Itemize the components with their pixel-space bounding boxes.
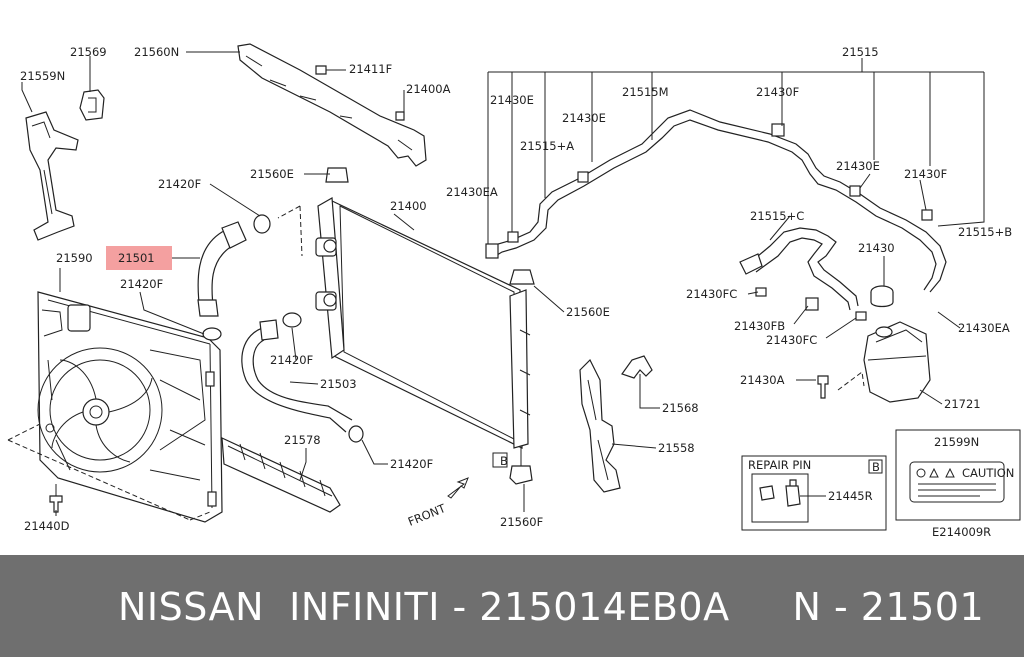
parts-diagram: 21569 21560N 21411F 21559N 21400A 21515 … <box>7 43 1021 539</box>
label-21430E-c[interactable]: 21430E <box>836 159 880 173</box>
fitting-21430e-b <box>577 171 589 183</box>
air-guide-21559n <box>25 111 79 241</box>
bolt-21430a <box>817 375 829 399</box>
label-21560E-b[interactable]: 21560E <box>566 305 610 319</box>
repair-pin-title: REPAIR PIN <box>748 458 811 472</box>
fitting-21430e-c <box>849 185 861 197</box>
cap-21560e-upper <box>325 167 349 183</box>
part-21400a <box>395 111 405 121</box>
label-21560F[interactable]: 21560F <box>500 515 543 529</box>
clip-21430fb <box>805 297 819 311</box>
label-21558[interactable]: 21558 <box>658 441 695 455</box>
clip-21569 <box>79 89 105 121</box>
part-highlight <box>106 246 172 270</box>
label-21430E-a[interactable]: 21430E <box>490 93 534 107</box>
label-21430[interactable]: 21430 <box>858 241 895 255</box>
clip-21411f <box>315 65 327 75</box>
label-21420F-c[interactable]: 21420F <box>270 353 313 367</box>
label-21420F-a[interactable]: 21420F <box>158 177 201 191</box>
label-21515B[interactable]: 21515+B <box>958 225 1012 239</box>
label-21411F[interactable]: 21411F <box>349 62 392 76</box>
label-21430FC-a[interactable]: 21430FC <box>686 287 737 301</box>
label-21560E-a[interactable]: 21560E <box>250 167 294 181</box>
fitting-21430f-a <box>771 123 785 137</box>
label-21578[interactable]: 21578 <box>284 433 321 447</box>
label-21430F-a[interactable]: 21430F <box>756 85 799 99</box>
label-21503[interactable]: 21503 <box>320 377 357 391</box>
reservoir-21721 <box>863 321 931 403</box>
label-21440D[interactable]: 21440D <box>24 519 70 533</box>
lower-hose-21503 <box>241 325 353 433</box>
label-21400A[interactable]: 21400A <box>406 82 451 96</box>
label-21430FC-b[interactable]: 21430FC <box>766 333 817 347</box>
pin-icon-b <box>785 479 801 507</box>
front-label: FRONT <box>406 501 449 529</box>
repair-pin-badge: B <box>872 460 880 474</box>
front-arrow-icon <box>447 477 469 499</box>
label-21721[interactable]: 21721 <box>944 397 981 411</box>
cap-21560e-side <box>509 269 535 285</box>
radiator-b-badge-box <box>492 452 508 468</box>
fitting-21430ea-left <box>485 243 499 259</box>
label-21430F-b[interactable]: 21430F <box>904 167 947 181</box>
label-21568[interactable]: 21568 <box>662 401 699 415</box>
radiator-b-badge: B <box>500 454 508 468</box>
clamp-21420f-b <box>202 327 222 341</box>
air-guide-21558 <box>579 358 621 493</box>
label-21515C[interactable]: 21515+C <box>750 209 804 223</box>
repair-pin-badge-box <box>868 459 883 474</box>
clamp-21420f-d <box>348 425 364 443</box>
label-21420F-b[interactable]: 21420F <box>120 277 163 291</box>
label-21515[interactable]: 21515 <box>842 45 879 59</box>
overflow-hose-21515 <box>487 109 947 293</box>
hose-21515c <box>745 227 859 311</box>
label-21559N[interactable]: 21559N <box>20 69 65 83</box>
label-21590[interactable]: 21590 <box>56 251 93 265</box>
bolt-21440d <box>49 495 63 513</box>
label-21445R[interactable]: 21445R <box>828 489 873 503</box>
fitting-21430e-a <box>507 231 519 243</box>
label-21400[interactable]: 21400 <box>390 199 427 213</box>
label-21515M[interactable]: 21515M <box>622 85 669 99</box>
label-21430EA-b[interactable]: 21430EA <box>958 321 1010 335</box>
label-21420F-d[interactable]: 21420F <box>390 457 433 471</box>
clamp-21420f-c <box>282 312 302 328</box>
diagram-drawing: 21569 21560N 21411F 21559N 21400A 21515 … <box>7 43 1021 539</box>
fan-shroud-drawing <box>37 291 223 523</box>
label-21515A[interactable]: 21515+A <box>520 139 574 153</box>
label-21599N[interactable]: 21599N <box>934 435 979 449</box>
label-21430FB[interactable]: 21430FB <box>734 319 785 333</box>
clip-21430fc-b <box>855 311 867 321</box>
bracket-21568 <box>621 355 653 379</box>
cap-21560f <box>509 465 533 485</box>
label-21501[interactable]: 21501 <box>118 251 155 265</box>
radiator-21400 <box>315 197 531 449</box>
lower-seal-21578 <box>221 437 341 513</box>
footer-bar <box>0 555 1024 657</box>
upper-seal-21560n <box>237 43 427 167</box>
diagram-code: E214009R <box>932 525 991 539</box>
caution-text: CAUTION <box>962 466 1014 480</box>
clamp-21420f-a <box>253 214 271 234</box>
footer-part-number: NISSAN INFINITI - 215014EB0A N - 21501 <box>118 585 985 629</box>
label-21560N[interactable]: 21560N <box>134 45 179 59</box>
label-21430EA-a[interactable]: 21430EA <box>446 185 498 199</box>
pin-icon-a <box>759 485 775 501</box>
caution-label-drawing <box>909 461 1005 503</box>
fitting-21430f-b <box>921 209 933 221</box>
leader-lines <box>21 51 985 516</box>
label-21430E-b[interactable]: 21430E <box>562 111 606 125</box>
label-21430A[interactable]: 21430A <box>740 373 785 387</box>
label-21569[interactable]: 21569 <box>70 45 107 59</box>
